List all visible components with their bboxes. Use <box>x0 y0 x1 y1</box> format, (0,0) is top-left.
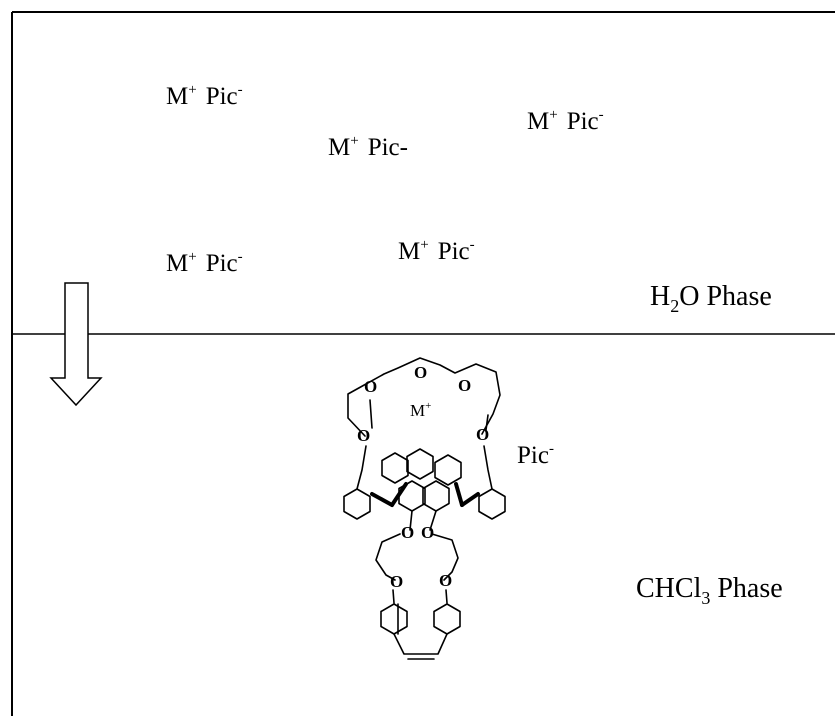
calixarene-core <box>343 445 506 531</box>
ion-pair: M+Pic- <box>527 107 604 135</box>
oxygen-atom: O <box>476 425 489 444</box>
crown-ether-ring <box>347 357 501 437</box>
oxygen-atom: O <box>421 523 434 542</box>
oxygen-atom: O <box>439 571 452 590</box>
ion-pair: M+Pic- <box>166 82 243 110</box>
ion-pair: M+Pic- <box>398 237 475 265</box>
chloroform-phase-label: CHCl3 Phase <box>636 573 783 608</box>
oxygen-atom: O <box>414 363 427 382</box>
oxygen-atom: O <box>458 376 471 395</box>
down-arrow-icon <box>49 282 103 407</box>
crown-ether-complex: O O O O O M+ O O <box>343 357 506 660</box>
oxygen-atom: O <box>390 572 403 591</box>
oxygen-atom: O <box>401 523 414 542</box>
frame <box>11 11 835 716</box>
ion-pair: M+Pic- <box>166 249 243 277</box>
oxygen-atom: O <box>364 377 377 396</box>
water-phase-label: H2O Phase <box>650 281 772 316</box>
bound-cation: M+ <box>410 400 431 420</box>
stilbene-bridge <box>380 589 461 660</box>
ether-linkage <box>375 533 459 581</box>
counter-anion: Pic- <box>517 441 554 469</box>
oxygen-atom: O <box>357 426 370 445</box>
ion-pair: M+Pic- <box>328 133 408 161</box>
